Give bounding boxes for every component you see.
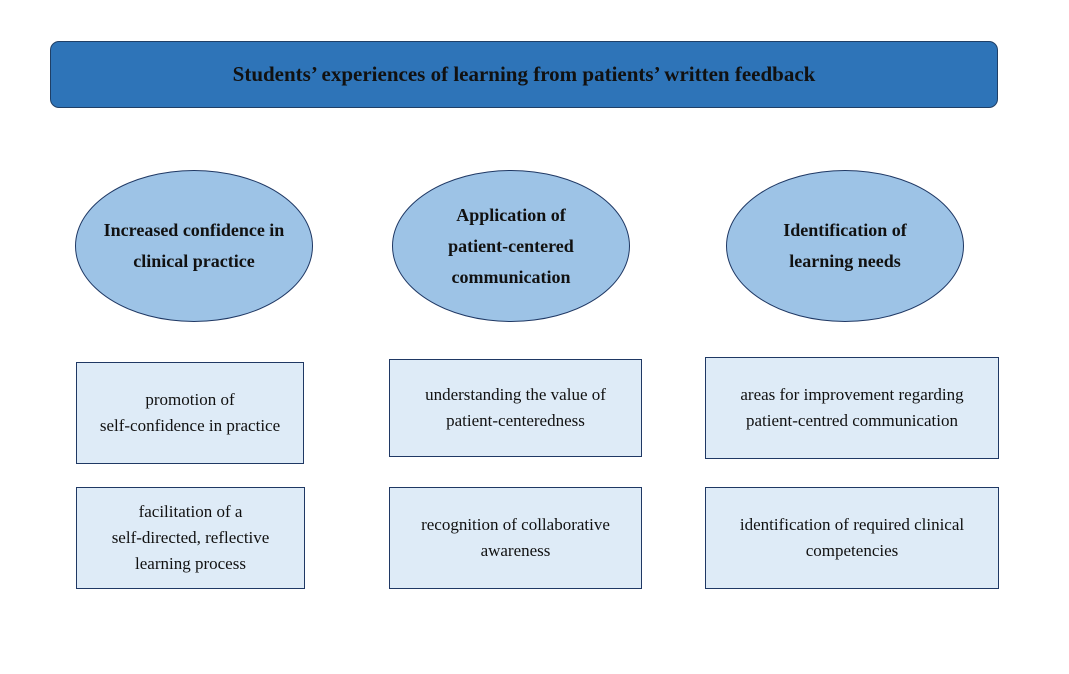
theme-label-line: patient-centered bbox=[448, 235, 574, 256]
subtheme-label-line: understanding the value of bbox=[425, 385, 606, 404]
subtheme-label-line: patient-centred communication bbox=[746, 411, 958, 430]
subtheme-label-line: areas for improvement regarding bbox=[740, 385, 964, 404]
theme-label-line: Application of bbox=[456, 204, 566, 225]
subtheme-box-self-directed-learning: facilitation of a self-directed, reflect… bbox=[76, 487, 305, 589]
theme-label-line: Increased confidence in bbox=[103, 220, 285, 240]
subtheme-box-self-confidence: promotion of self-confidence in practice bbox=[76, 362, 304, 464]
theme-label: Identification of learning needs bbox=[783, 215, 907, 277]
subtheme-label-line: promotion of bbox=[145, 390, 235, 409]
subtheme-label: areas for improvement regarding patient-… bbox=[740, 382, 963, 434]
subtheme-label-line: learning process bbox=[135, 554, 246, 573]
subtheme-label: facilitation of a self-directed, reflect… bbox=[112, 499, 270, 577]
subtheme-label-line: awareness bbox=[480, 541, 551, 560]
subtheme-label: recognition of collaborative awareness bbox=[421, 512, 610, 564]
subtheme-label-line: facilitation of a bbox=[138, 502, 243, 521]
theme-label-line: Identification of bbox=[783, 220, 907, 240]
theme-label-line: communication bbox=[451, 266, 571, 287]
theme-label: Application of patient-centered communic… bbox=[448, 200, 574, 293]
subtheme-label-line: patient-centeredness bbox=[446, 411, 585, 430]
subtheme-label-line: self-directed, reflective bbox=[111, 528, 270, 547]
subtheme-label-line: self-confidence in practice bbox=[99, 416, 281, 435]
subtheme-label-line: identification of required clinical bbox=[739, 515, 965, 534]
diagram-title: Students’ experiences of learning from p… bbox=[50, 41, 998, 108]
subtheme-label-line: competencies bbox=[805, 541, 899, 560]
subtheme-label: identification of required clinical comp… bbox=[740, 512, 964, 564]
subtheme-box-collaborative-awareness: recognition of collaborative awareness bbox=[389, 487, 642, 589]
subtheme-label-line: recognition of collaborative bbox=[421, 515, 610, 534]
theme-ellipse-confidence: Increased confidence in clinical practic… bbox=[75, 170, 313, 322]
theme-label-line: clinical practice bbox=[133, 251, 255, 271]
theme-ellipse-communication: Application of patient-centered communic… bbox=[392, 170, 630, 322]
subtheme-label: understanding the value of patient-cente… bbox=[425, 382, 606, 434]
subtheme-box-improvement-areas: areas for improvement regarding patient-… bbox=[705, 357, 999, 459]
subtheme-box-clinical-competencies: identification of required clinical comp… bbox=[705, 487, 999, 589]
theme-label-line: learning needs bbox=[789, 251, 901, 271]
subtheme-label: promotion of self-confidence in practice bbox=[100, 387, 280, 439]
subtheme-box-patient-centeredness: understanding the value of patient-cente… bbox=[389, 359, 642, 457]
theme-ellipse-learning-needs: Identification of learning needs bbox=[726, 170, 964, 322]
theme-label: Increased confidence in clinical practic… bbox=[104, 215, 285, 277]
